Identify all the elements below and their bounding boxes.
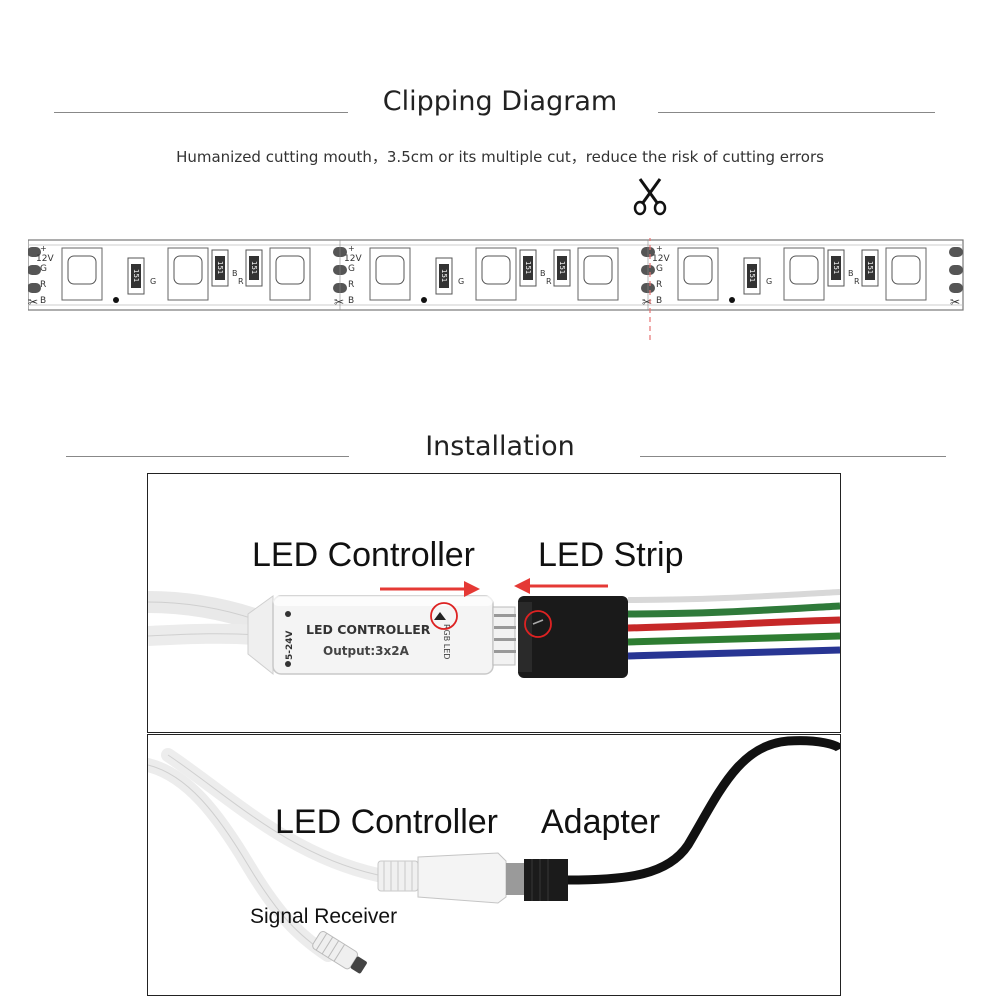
device-name-text: LED CONTROLLER [306, 622, 431, 637]
label-adapter: Adapter [541, 803, 661, 841]
segment-1-letter-g: G [40, 264, 47, 274]
clipping-subtitle: Humanized cutting mouth，3.5cm or its mul… [176, 148, 824, 166]
segment-2-chan-g: G [458, 277, 464, 286]
title-rule-right [658, 112, 935, 113]
segment-1-letter-r: R [40, 280, 46, 290]
pad-group-3-pad [949, 265, 963, 275]
label-led-strip: LED Strip [538, 536, 684, 574]
segment-1-voltage: 12V [36, 254, 54, 264]
pad-group-3-pad [949, 247, 963, 257]
segment-2-letter-b: B [348, 296, 354, 306]
segment-3-letter-b: B [656, 296, 662, 306]
panel-controller-to-strip: LED CONTROLLER Output:3x2A 5-24V RGB LED [147, 473, 841, 733]
segment-3-chan-r: R [854, 277, 860, 286]
pad-group-0-pad [28, 247, 41, 257]
segment-1-chan-r: R [238, 277, 244, 286]
segment-2-chan-r: R [546, 277, 552, 286]
segment-2-voltage: 12V [344, 254, 362, 264]
segment-1-resistor-1-label: 151 [132, 269, 140, 282]
segment-1-chan-g: G [150, 277, 156, 286]
controller-strip-photo: LED CONTROLLER Output:3x2A 5-24V RGB LED [148, 578, 840, 678]
segment-2-resistor-1-label: 151 [440, 269, 448, 282]
install-rule-right [640, 456, 946, 457]
pad-group-3-pad [949, 283, 963, 293]
segment-3-letter-r: R [656, 280, 662, 290]
scissor-mark-icon: ✂ [642, 295, 652, 309]
scissor-mark-icon: ✂ [950, 295, 960, 309]
device-voltage-text: 5-24V [285, 630, 295, 660]
segment-3-resistor-1-label: 151 [748, 269, 756, 282]
segment-2-plus: + [348, 244, 355, 253]
label-led-controller: LED Controller [252, 536, 475, 574]
segment-1-chan-b: B [232, 269, 238, 278]
segment-1-resistor-2-label: 151 [216, 261, 224, 274]
device-port-text: RGB LED [442, 624, 451, 659]
pad-group-0-pad [28, 265, 41, 275]
segment-1-resistor-3-label: 151 [250, 261, 258, 274]
segment-3-voltage: 12V [652, 254, 670, 264]
segment-2-letter-g: G [348, 264, 355, 274]
label-led-controller-2: LED Controller [275, 803, 498, 841]
label-signal-receiver: Signal Receiver [250, 905, 398, 928]
scissor-mark-icon: ✂ [28, 295, 38, 309]
segment-3-chan-b: B [848, 269, 854, 278]
segment-1-letter-b: B [40, 296, 46, 306]
segment-2-resistor-3-label: 151 [558, 261, 566, 274]
segment-1-plus: + [40, 244, 47, 253]
segment-3-resistor-3-label: 151 [866, 261, 874, 274]
segment-2-letter-r: R [348, 280, 354, 290]
segment-3-chan-g: G [766, 277, 772, 286]
clipping-title: Clipping Diagram [382, 86, 618, 117]
segment-3-resistor-2-label: 151 [832, 261, 840, 274]
segment-3-plus: + [656, 244, 663, 253]
segment-2-resistor-2-label: 151 [524, 261, 532, 274]
scissors-icon [633, 178, 667, 216]
pad-group-0-pad [28, 283, 41, 293]
scissor-mark-icon: ✂ [334, 295, 344, 309]
segment-2-chan-b: B [540, 269, 546, 278]
panel-controller-to-adapter: LED Controller Adapter Signal Receiver [147, 734, 841, 996]
controller-adapter-photo [148, 736, 840, 974]
title-rule-left [54, 112, 348, 113]
installation-title: Installation [425, 431, 575, 462]
device-output-text: Output:3x2A [323, 644, 410, 658]
segment-3-letter-g: G [656, 264, 663, 274]
install-rule-left [66, 456, 349, 457]
